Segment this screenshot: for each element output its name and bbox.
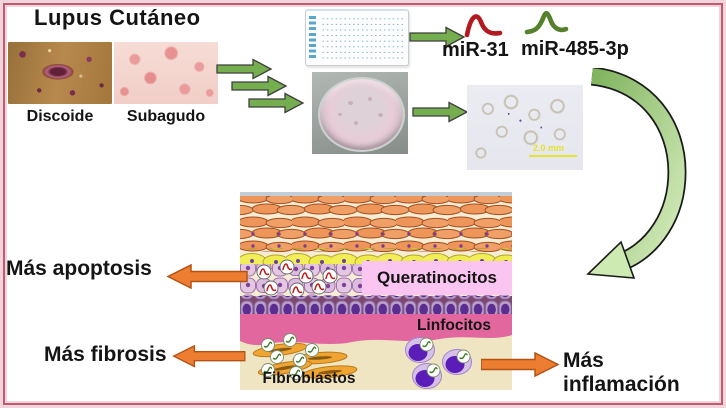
subagudo-skin-photo [114,42,218,104]
plate-wells-grid [321,16,404,60]
curved-arrow-icon [586,68,687,279]
basement-band [240,310,512,346]
discoide-skin-photo [8,42,112,104]
inflammation-label: Más inflamación [563,349,680,396]
mir31-label: miR-31 [442,39,509,61]
subagudo-label: Subagudo [126,108,206,125]
arrow-dish-to-cells-icon [412,101,468,123]
discoide-label: Discoide [26,108,94,125]
fibroblasts-label: Fibroblastos [262,370,356,387]
basal-cell-layer [240,296,512,314]
scale-bar [529,155,577,157]
flow-arrows-icon [216,58,304,114]
keratinocytes-label: Queratinocitos [362,261,512,295]
cell-microscopy-photo: 2.0 mm [467,85,583,170]
well-plate-photo [305,9,409,66]
mir31-wave-icon [464,14,503,38]
scale-bar-label: 2.0 mm [533,143,565,153]
lymphocytes-label: Linfocitos [416,317,492,334]
mir485-label: miR-485-3p [521,38,629,60]
fibrosis-arrow-icon [173,345,246,368]
lymphocytes-cells [405,337,472,389]
plate-strip [309,16,316,60]
petri-dish [318,77,405,152]
fibrosis-label: Más fibrosis [44,343,167,366]
apoptosis-label: Más apoptosis [6,257,152,280]
petri-dish-photo [312,72,408,154]
inflammation-arrow-icon [481,352,559,377]
apoptosis-arrow-icon [167,264,248,289]
page-title: Lupus Cutáneo [34,5,201,30]
mir485-wave-icon [524,10,569,35]
